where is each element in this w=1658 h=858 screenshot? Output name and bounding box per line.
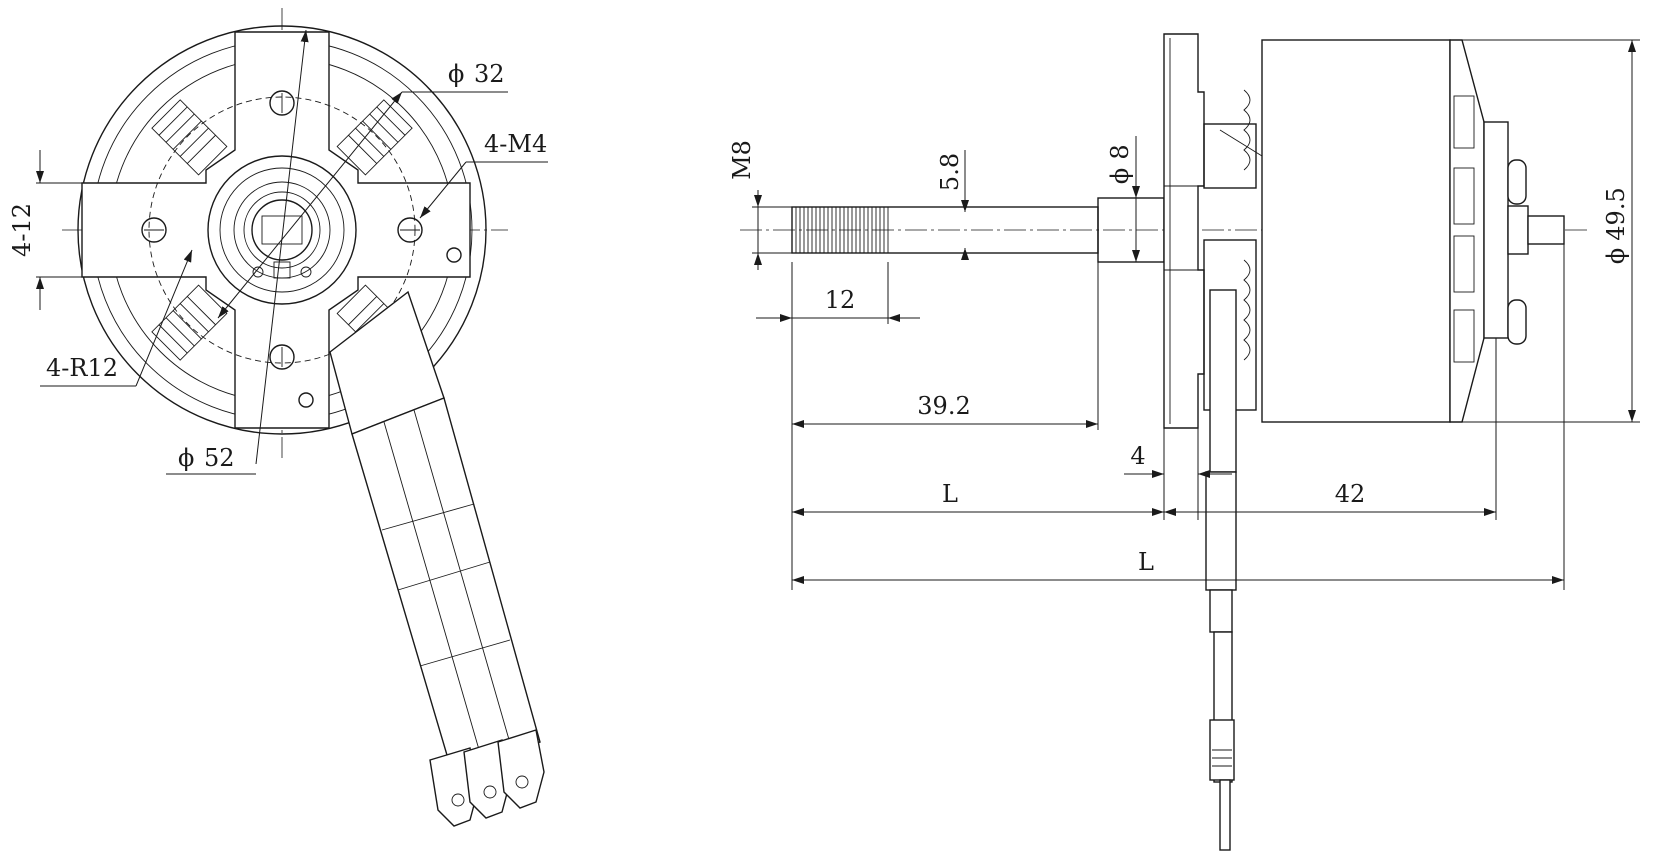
rear-bearing-plate bbox=[1483, 121, 1509, 339]
dim-thread-length: 12 bbox=[756, 262, 920, 324]
can-dia-symbol: ϕ bbox=[1602, 248, 1630, 264]
label-length-total: L bbox=[1138, 548, 1154, 576]
dim-dia-32: ϕ 32 bbox=[217, 60, 508, 319]
rear-shaft-boss bbox=[1507, 205, 1529, 255]
outer-bell-circle bbox=[77, 25, 487, 435]
dim-thread-core: 5.8 bbox=[936, 150, 969, 260]
label-length-front: L bbox=[942, 480, 958, 508]
rear-shaft-stub bbox=[1527, 215, 1565, 245]
dim-thread-m8: M8 bbox=[728, 140, 792, 270]
rear-screw-top bbox=[1507, 159, 1527, 205]
dim-body-length: 42 bbox=[1164, 338, 1497, 520]
rotor-can bbox=[1261, 39, 1451, 423]
label-dia-52: 52 bbox=[204, 444, 235, 472]
dim-length-front: L bbox=[792, 480, 1164, 516]
label-body-length: 42 bbox=[1335, 480, 1366, 508]
dia-32-symbol: ϕ bbox=[448, 60, 464, 88]
shaft-dia-symbol: ϕ bbox=[1106, 168, 1134, 184]
dim-holes-m4: 4-M4 bbox=[419, 130, 548, 219]
label-radius-r12: 4-R12 bbox=[46, 354, 118, 382]
wire-lead-front bbox=[329, 290, 545, 827]
dia-52-symbol: ϕ bbox=[178, 444, 194, 472]
dim-shaft-dia: ϕ 8 bbox=[1106, 136, 1140, 262]
label-mount-thickness: 4 bbox=[1130, 442, 1145, 470]
label-arm-width: 4-12 bbox=[8, 203, 36, 257]
rotor-can-end bbox=[1449, 39, 1485, 423]
dim-can-dia: ϕ 49.5 bbox=[1462, 39, 1640, 423]
label-thread-length: 12 bbox=[825, 286, 856, 314]
shaft-thread bbox=[795, 207, 889, 253]
dim-shaft-length: 39.2 bbox=[791, 262, 1099, 590]
dim-arm-width: 4-12 bbox=[8, 150, 82, 310]
front-view: 4-12 ϕ 32 4-M4 4-R12 ϕ 52 bbox=[8, 8, 548, 827]
dim-dia-52: ϕ 52 bbox=[166, 29, 309, 475]
dim-mount-thickness: 4 bbox=[1124, 428, 1232, 520]
label-shaft-dia: 8 bbox=[1106, 144, 1134, 159]
label-dia-32: 32 bbox=[474, 60, 505, 88]
side-view: M8 5.8 ϕ 8 12 39.2 bbox=[728, 33, 1640, 851]
rear-screw-bottom bbox=[1507, 299, 1527, 345]
wire-lead-side bbox=[1205, 289, 1237, 851]
label-thread-core: 5.8 bbox=[936, 153, 964, 191]
label-can-dia: 49.5 bbox=[1602, 187, 1630, 240]
label-shaft-length: 39.2 bbox=[917, 392, 970, 420]
label-holes-m4: 4-M4 bbox=[484, 130, 547, 158]
label-thread-m8: M8 bbox=[728, 140, 756, 180]
dim-radius-r12: 4-R12 bbox=[40, 249, 193, 387]
dim-length-total: L bbox=[792, 244, 1565, 590]
